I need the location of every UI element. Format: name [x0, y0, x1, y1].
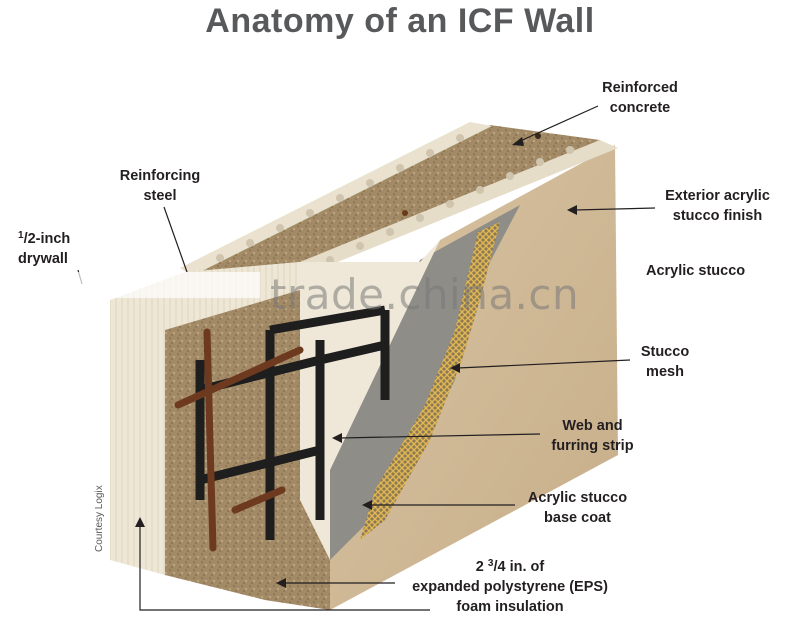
label-exterior-finish: Exterior acrylic stucco finish — [655, 186, 780, 226]
label-line: stucco finish — [655, 206, 780, 226]
eps-suffix: /4 in. of — [493, 559, 544, 575]
watermark-band-left — [75, 272, 260, 298]
watermark-text: trade.china.cn — [270, 270, 579, 319]
rebar-end-middle — [402, 210, 408, 216]
eps-line3: foam insulation — [395, 597, 625, 617]
credit-text: Courtesy Logix — [94, 485, 105, 552]
label-line: Acrylic stucco — [515, 488, 640, 508]
label-line: Reinforced — [590, 78, 690, 98]
label-stucco-mesh: Stucco mesh — [625, 342, 705, 382]
label-line: furring strip — [540, 436, 645, 456]
label-line: Reinforcing — [110, 166, 210, 186]
label-reinforced-concrete: Reinforced concrete — [590, 78, 690, 118]
label-line: Exterior acrylic — [655, 186, 780, 206]
label-line: mesh — [625, 362, 705, 382]
label-web-furring: Web and furring strip — [540, 416, 645, 456]
label-eps-insulation: 2 3/4 in. of expanded polystyrene (EPS) … — [395, 554, 625, 617]
label-line: base coat — [515, 508, 640, 528]
label-reinforcing-steel: Reinforcing steel — [110, 166, 210, 206]
label-line: Web and — [540, 416, 645, 436]
label-line: concrete — [590, 98, 690, 118]
label-line: steel — [110, 186, 210, 206]
drywall-line1: /2-inch — [24, 231, 71, 247]
label-acrylic-stucco: Acrylic stucco — [646, 261, 745, 281]
eps-line2: expanded polystyrene (EPS) — [395, 577, 625, 597]
label-drywall: 1/2-inch drywall — [18, 226, 70, 269]
eps-prefix: 2 — [476, 559, 488, 575]
label-base-coat: Acrylic stucco base coat — [515, 488, 640, 528]
label-line: Stucco — [625, 342, 705, 362]
drywall-line2: drywall — [18, 249, 70, 269]
